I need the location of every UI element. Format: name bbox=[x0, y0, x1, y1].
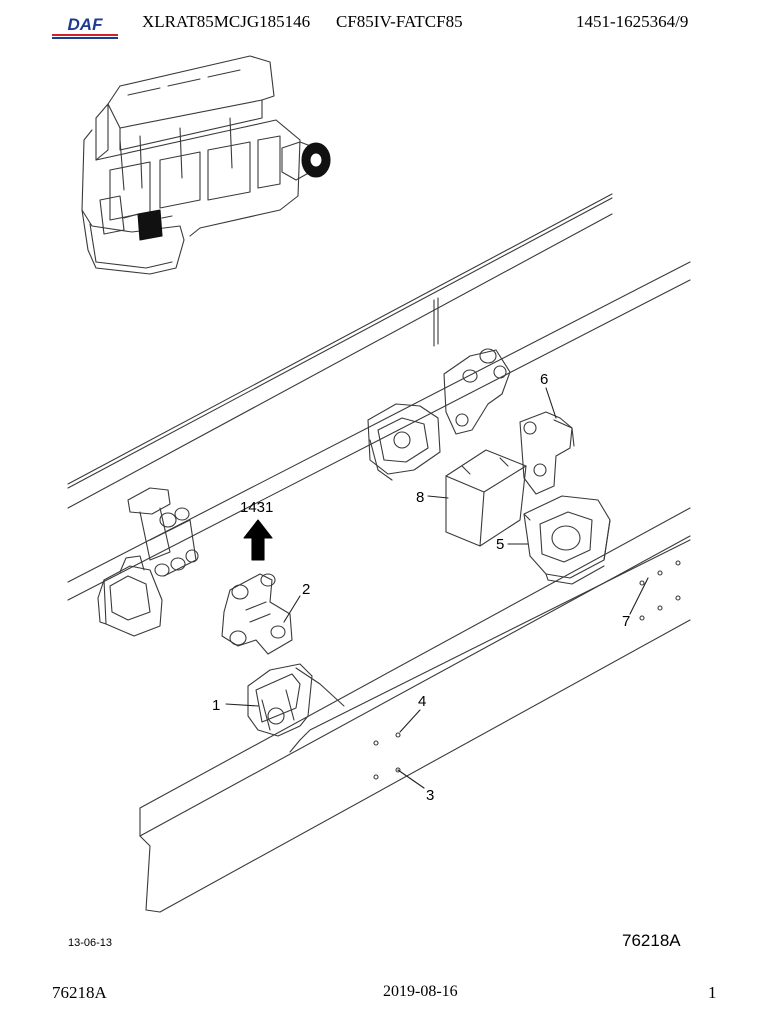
arrow-reference-label: 1431 bbox=[240, 499, 273, 516]
front-mount-bracket-left bbox=[97, 487, 199, 637]
callout-labels: 1431 1 2 3 4 5 6 7 8 13-06-13 76218A bbox=[68, 371, 681, 950]
rear-mount-brackets bbox=[367, 348, 511, 481]
exploded-parts-drawing: 1431 1 2 3 4 5 6 7 8 13-06-13 76218A bbox=[67, 55, 691, 950]
reference-arrow bbox=[243, 519, 273, 561]
vehicle-model: CF85IV-FATCF85 bbox=[336, 12, 463, 31]
logo-text: DAF bbox=[68, 15, 104, 34]
part-6-bracket bbox=[519, 411, 575, 495]
leader-lines bbox=[225, 387, 649, 789]
drawing-number: 76218A bbox=[622, 931, 681, 950]
page-number: 1 bbox=[708, 983, 717, 1002]
part-2-bracket bbox=[221, 573, 293, 655]
page-header: DAF XLRAT85MCJG185146 CF85IV-FATCF85 145… bbox=[0, 0, 768, 48]
part-8-sleeve bbox=[445, 449, 527, 547]
callout-4: 4 bbox=[418, 693, 426, 710]
callout-8: 8 bbox=[416, 489, 424, 506]
callout-7: 7 bbox=[622, 613, 630, 630]
engine-overview bbox=[81, 55, 331, 275]
chassis-frame bbox=[67, 193, 691, 913]
footer-drawing-number: 76218A bbox=[52, 983, 107, 1002]
footer-date: 2019-08-16 bbox=[383, 983, 458, 1000]
daf-logo: DAF bbox=[52, 15, 118, 39]
callout-3: 3 bbox=[426, 787, 434, 804]
part-5-mount bbox=[523, 495, 611, 585]
callout-6: 6 bbox=[540, 371, 548, 388]
callout-1: 1 bbox=[212, 697, 220, 714]
callout-2: 2 bbox=[302, 581, 310, 598]
document-reference: 1451-1625364/9 bbox=[576, 12, 689, 31]
vin-number: XLRAT85MCJG185146 bbox=[142, 12, 311, 31]
callout-5: 5 bbox=[496, 536, 504, 553]
drawing-date: 13-06-13 bbox=[68, 937, 112, 949]
part-1-mount bbox=[247, 663, 345, 737]
